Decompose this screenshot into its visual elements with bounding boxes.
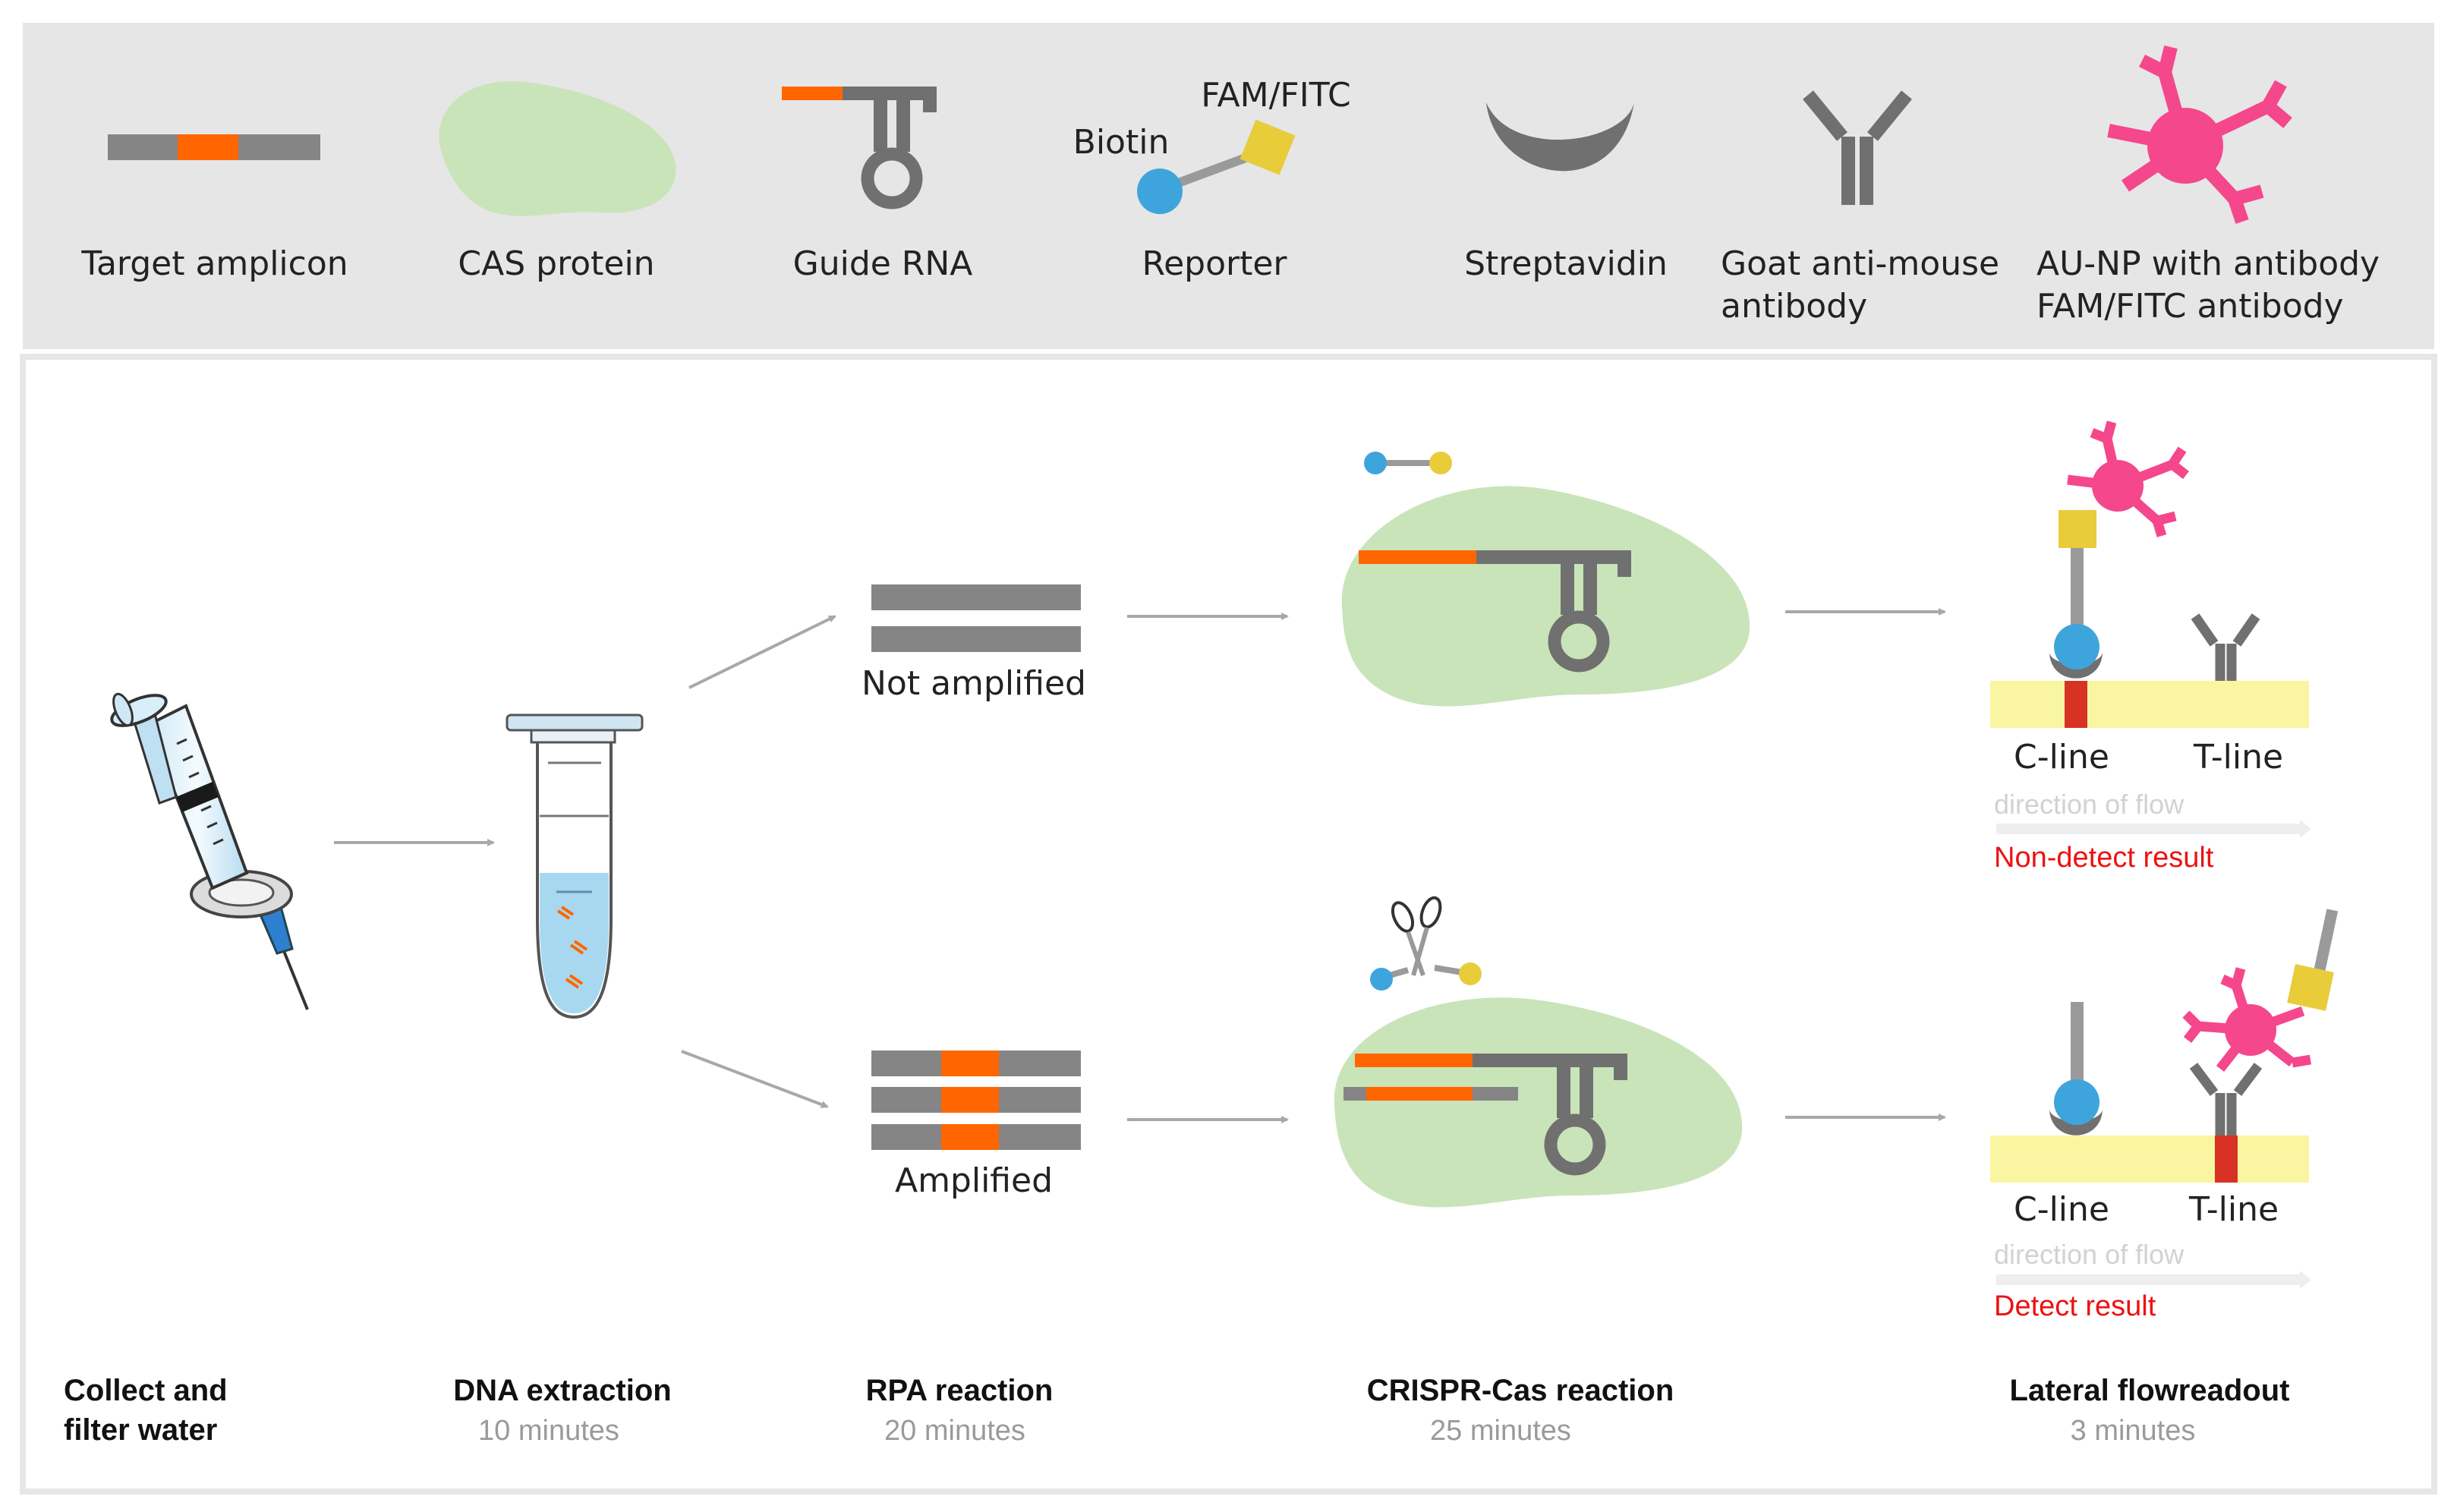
amplified-label: Amplified [895,1161,1053,1200]
cleaved-reporter-icon [1370,962,1482,991]
streptavidin-label: Streptavidin [1464,244,1668,283]
aunp-bottom-icon [2182,967,2312,1073]
strip-pad-bottom [1990,1136,2309,1183]
legend-streptavidin: Streptavidin [1464,102,1668,283]
intact-reporter-icon [1364,452,1452,474]
c-line-label-top: C-line [2014,738,2109,776]
flow-arrows [334,608,1946,1123]
goat-antibody-label-line1: Goat anti-mouse [1721,244,1999,283]
step-dna-title: DNA extraction [453,1374,671,1407]
c-line-marker-top [2065,681,2087,728]
step-collect-water: Collect and filter water [64,1374,228,1447]
aunp-top-icon [2067,421,2189,537]
arrow-to-amplified [681,1050,829,1108]
fam-tag-top [2059,510,2096,548]
t-line-antibody-top [2191,613,2260,681]
legend-aunp: AU-NP with antibody FAM/FITC antibody [2036,45,2380,326]
c-line-label-bottom: C-line [2014,1190,2109,1229]
step-lateral-flow: Lateral flowreadout 3 minutes [2010,1374,2290,1447]
legend-cas-protein: CAS protein [439,81,676,283]
t-line-marker-bottom [2215,1136,2238,1183]
detect-result: Detect result [1994,1290,2156,1322]
workflow-panel [20,354,2437,1495]
aunp-icon [2107,45,2292,224]
legend-target-amplicon: Target amplicon [80,134,348,283]
non-detect-result: Non-detect result [1994,842,2214,874]
biotin-label: Biotin [1073,123,1170,162]
legend-panel [23,23,2434,349]
step-collect-line1: Collect and [64,1374,228,1407]
not-amplified-dna: Not amplified [862,584,1086,703]
legend-goat-antibody: Goat anti-mouse antibody [1721,90,1999,326]
aunp-label-line1: AU-NP with antibody [2036,244,2380,283]
cas-protein-bottom [1334,997,1743,1208]
step-crispr-reaction: CRISPR-Cas reaction 25 minutes [1367,1374,1674,1447]
not-amplified-label: Not amplified [862,664,1086,703]
step-rpa-reaction: RPA reaction 20 minutes [866,1374,1054,1447]
step-crispr-time: 25 minutes [1430,1415,1571,1447]
step-dna-extraction: DNA extraction 10 minutes [453,1374,671,1447]
direction-of-flow-bottom: direction of flow [1994,1239,2185,1270]
goat-antibody-label-line2: antibody [1721,287,1867,326]
target-amplicon-icon [108,134,320,160]
streptavidin-icon [1486,102,1634,172]
step-rpa-title: RPA reaction [866,1374,1054,1407]
target-amplicon-label: Target amplicon [80,244,348,283]
amplified-dna: Amplified [871,1051,1081,1200]
lateral-flow-strip-bottom: C-line T-line direction of flow Detect r… [1990,909,2339,1322]
legend-reporter: FAM/FITC Biotin Reporter [1073,76,1351,283]
t-line-label-bottom: T-line [2188,1190,2279,1229]
arrow-to-not-amplified [688,615,836,689]
guide-rna-label: Guide RNA [793,244,973,283]
guide-rna-bottom [1343,1054,1627,1176]
cas-protein-label: CAS protein [458,244,654,283]
step-collect-line2: filter water [64,1413,217,1447]
step-crispr-title: CRISPR-Cas reaction [1367,1374,1674,1407]
crispr-complex-bottom [1334,896,1743,1208]
reporter-icon [1137,119,1296,214]
strip-pad-top [1990,681,2309,728]
cas-protein-icon [439,81,676,216]
lateral-flow-strip-top: C-line T-line direction of flow Non-dete… [1990,421,2311,874]
guide-rna-top [1359,550,1631,673]
step-rpa-time: 20 minutes [884,1415,1025,1447]
goat-antibody-icon [1803,90,1912,205]
fam-tag-bottom [2287,964,2334,1011]
scissors-icon [1391,896,1442,976]
t-line-antibody-bottom [2189,1063,2263,1136]
step-dna-time: 10 minutes [478,1415,619,1447]
syringe-filter-icon [110,692,309,1010]
biotin-bound-top [2054,624,2099,669]
crispr-complex-top [1341,452,1750,707]
step-lateral-time: 3 minutes [2071,1415,2196,1447]
tube-icon [506,713,644,1019]
step-lateral-title: Lateral flowreadout [2010,1374,2290,1407]
t-line-label-top: T-line [2193,738,2283,776]
legend-guide-rna: Guide RNA [782,87,972,283]
biotin-bound-bottom [2054,1079,2099,1125]
direction-of-flow-top: direction of flow [1994,789,2185,820]
guide-rna-icon [782,87,937,209]
fam-fitc-label: FAM/FITC [1201,76,1350,115]
reporter-label: Reporter [1142,244,1287,283]
aunp-label-line2: FAM/FITC antibody [2036,287,2344,326]
cas-protein-top [1341,486,1750,707]
